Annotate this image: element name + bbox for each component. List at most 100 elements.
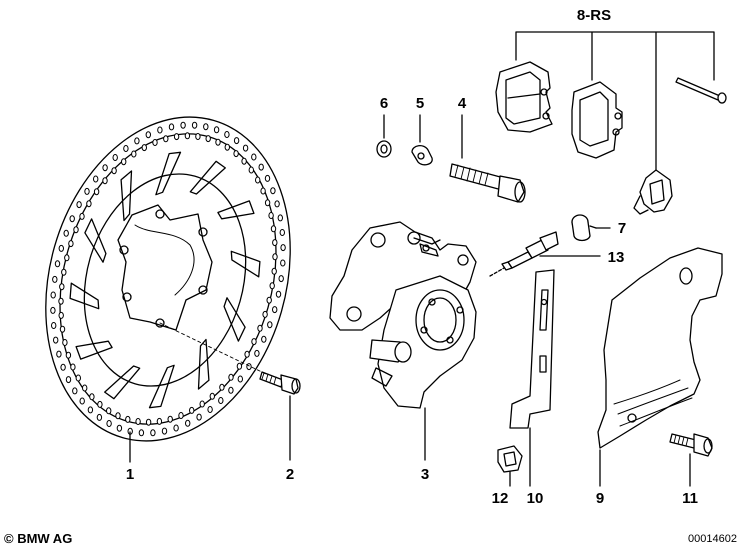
disc-hole (161, 427, 168, 435)
disc-hole (116, 424, 123, 432)
disc-cooling-slot (189, 160, 226, 195)
disc-hole (138, 429, 145, 437)
disc-hole (79, 212, 85, 220)
bush-part-7 (571, 214, 611, 242)
washer-part-6 (376, 114, 392, 158)
disc-hole (167, 415, 173, 423)
disc-guard-part-9 (597, 247, 723, 487)
disc-cooling-slot (230, 250, 261, 278)
disc-hole (261, 335, 267, 343)
disc-hole (213, 126, 220, 134)
disc-hole (97, 400, 103, 408)
disc-hole (209, 392, 216, 400)
locking-plate-part-5 (411, 114, 433, 166)
disc-hole (102, 177, 108, 185)
disc-hole (280, 259, 286, 267)
callout-part-9: 9 (596, 490, 604, 507)
disc-hole (264, 199, 271, 207)
disc-hole (275, 290, 282, 298)
disc-hole (270, 225, 277, 233)
disc-hole (266, 296, 272, 304)
disc-hole (272, 239, 278, 247)
disc-hole (102, 164, 108, 172)
disc-hole (61, 268, 67, 276)
disc-hole (274, 200, 280, 208)
disc-hole (50, 306, 56, 314)
disc-hole (199, 400, 205, 408)
disc-hole (73, 226, 79, 234)
disc-hole (267, 321, 273, 329)
disc-hole (280, 244, 286, 252)
disc-hole (233, 137, 240, 145)
disc-hole (86, 200, 92, 208)
brake-caliper-part-3 (329, 221, 477, 461)
callout-part-6: 6 (380, 95, 388, 112)
disc-hole (178, 412, 184, 419)
disc-hole (64, 254, 70, 262)
disc-hole (218, 397, 224, 404)
guard-bolt-part-11 (669, 433, 713, 487)
disc-hole (75, 374, 82, 382)
disc-hole (255, 176, 261, 184)
disc-hole (82, 384, 88, 392)
disc-hole (224, 131, 230, 138)
disc-cooling-slot (104, 365, 141, 400)
disc-hole (257, 324, 263, 332)
disc-hole (58, 244, 64, 252)
disc-hole (260, 187, 266, 195)
disc-hole (141, 144, 148, 152)
disc-hole (87, 406, 94, 414)
disc-hole (96, 413, 103, 421)
disc-hole (69, 215, 75, 223)
disc-hole (268, 212, 274, 219)
disc-hole (60, 363, 66, 371)
disc-hole (68, 240, 74, 248)
disc-hole (58, 311, 64, 319)
disc-hole (258, 163, 264, 171)
disc-cooling-slot (75, 340, 113, 360)
disc-hole (242, 144, 249, 152)
disc-hole (112, 154, 118, 161)
disc-hole (52, 275, 58, 283)
disc-cooling-slot (155, 151, 182, 196)
disc-cooling-slot (223, 297, 246, 342)
disc-hole (236, 362, 243, 370)
disc-hole (180, 121, 186, 129)
callout-part-3: 3 (421, 466, 429, 483)
disc-hole (115, 412, 121, 420)
disc-hole (207, 406, 213, 413)
disc-hole (50, 291, 56, 299)
disc-hole (152, 139, 158, 146)
disc-hole (89, 393, 95, 401)
disc-hole (262, 310, 268, 318)
disc-hole (173, 424, 179, 432)
brake-pad-set-part-8 (495, 31, 727, 215)
disc-cooling-slot (197, 338, 210, 390)
disc-hole (195, 133, 201, 140)
disc-hole (163, 135, 169, 143)
disc-hole (246, 363, 252, 371)
disc-hole (241, 157, 247, 165)
disc-hole (203, 123, 209, 131)
clip-nut-part-12 (497, 445, 523, 487)
disc-hole (157, 126, 163, 134)
disc-hole (271, 267, 277, 275)
disc-hole (134, 137, 140, 145)
disc-hole (53, 336, 59, 344)
disc-hole (65, 376, 72, 384)
disc-hole (59, 283, 65, 291)
disc-cooling-slot (84, 218, 107, 263)
disc-hole (244, 350, 250, 358)
disc-hole (135, 418, 141, 425)
disc-cooling-slot (69, 282, 100, 310)
disc-hole (72, 387, 78, 395)
disc-hole (272, 306, 278, 314)
disc-hole (237, 375, 244, 383)
disc-hole (228, 386, 234, 394)
disc-hole (185, 419, 191, 427)
disc-hole (224, 143, 231, 151)
callout-part-10: 10 (527, 490, 544, 507)
disc-hole (123, 145, 129, 152)
disc-hole (79, 397, 85, 405)
